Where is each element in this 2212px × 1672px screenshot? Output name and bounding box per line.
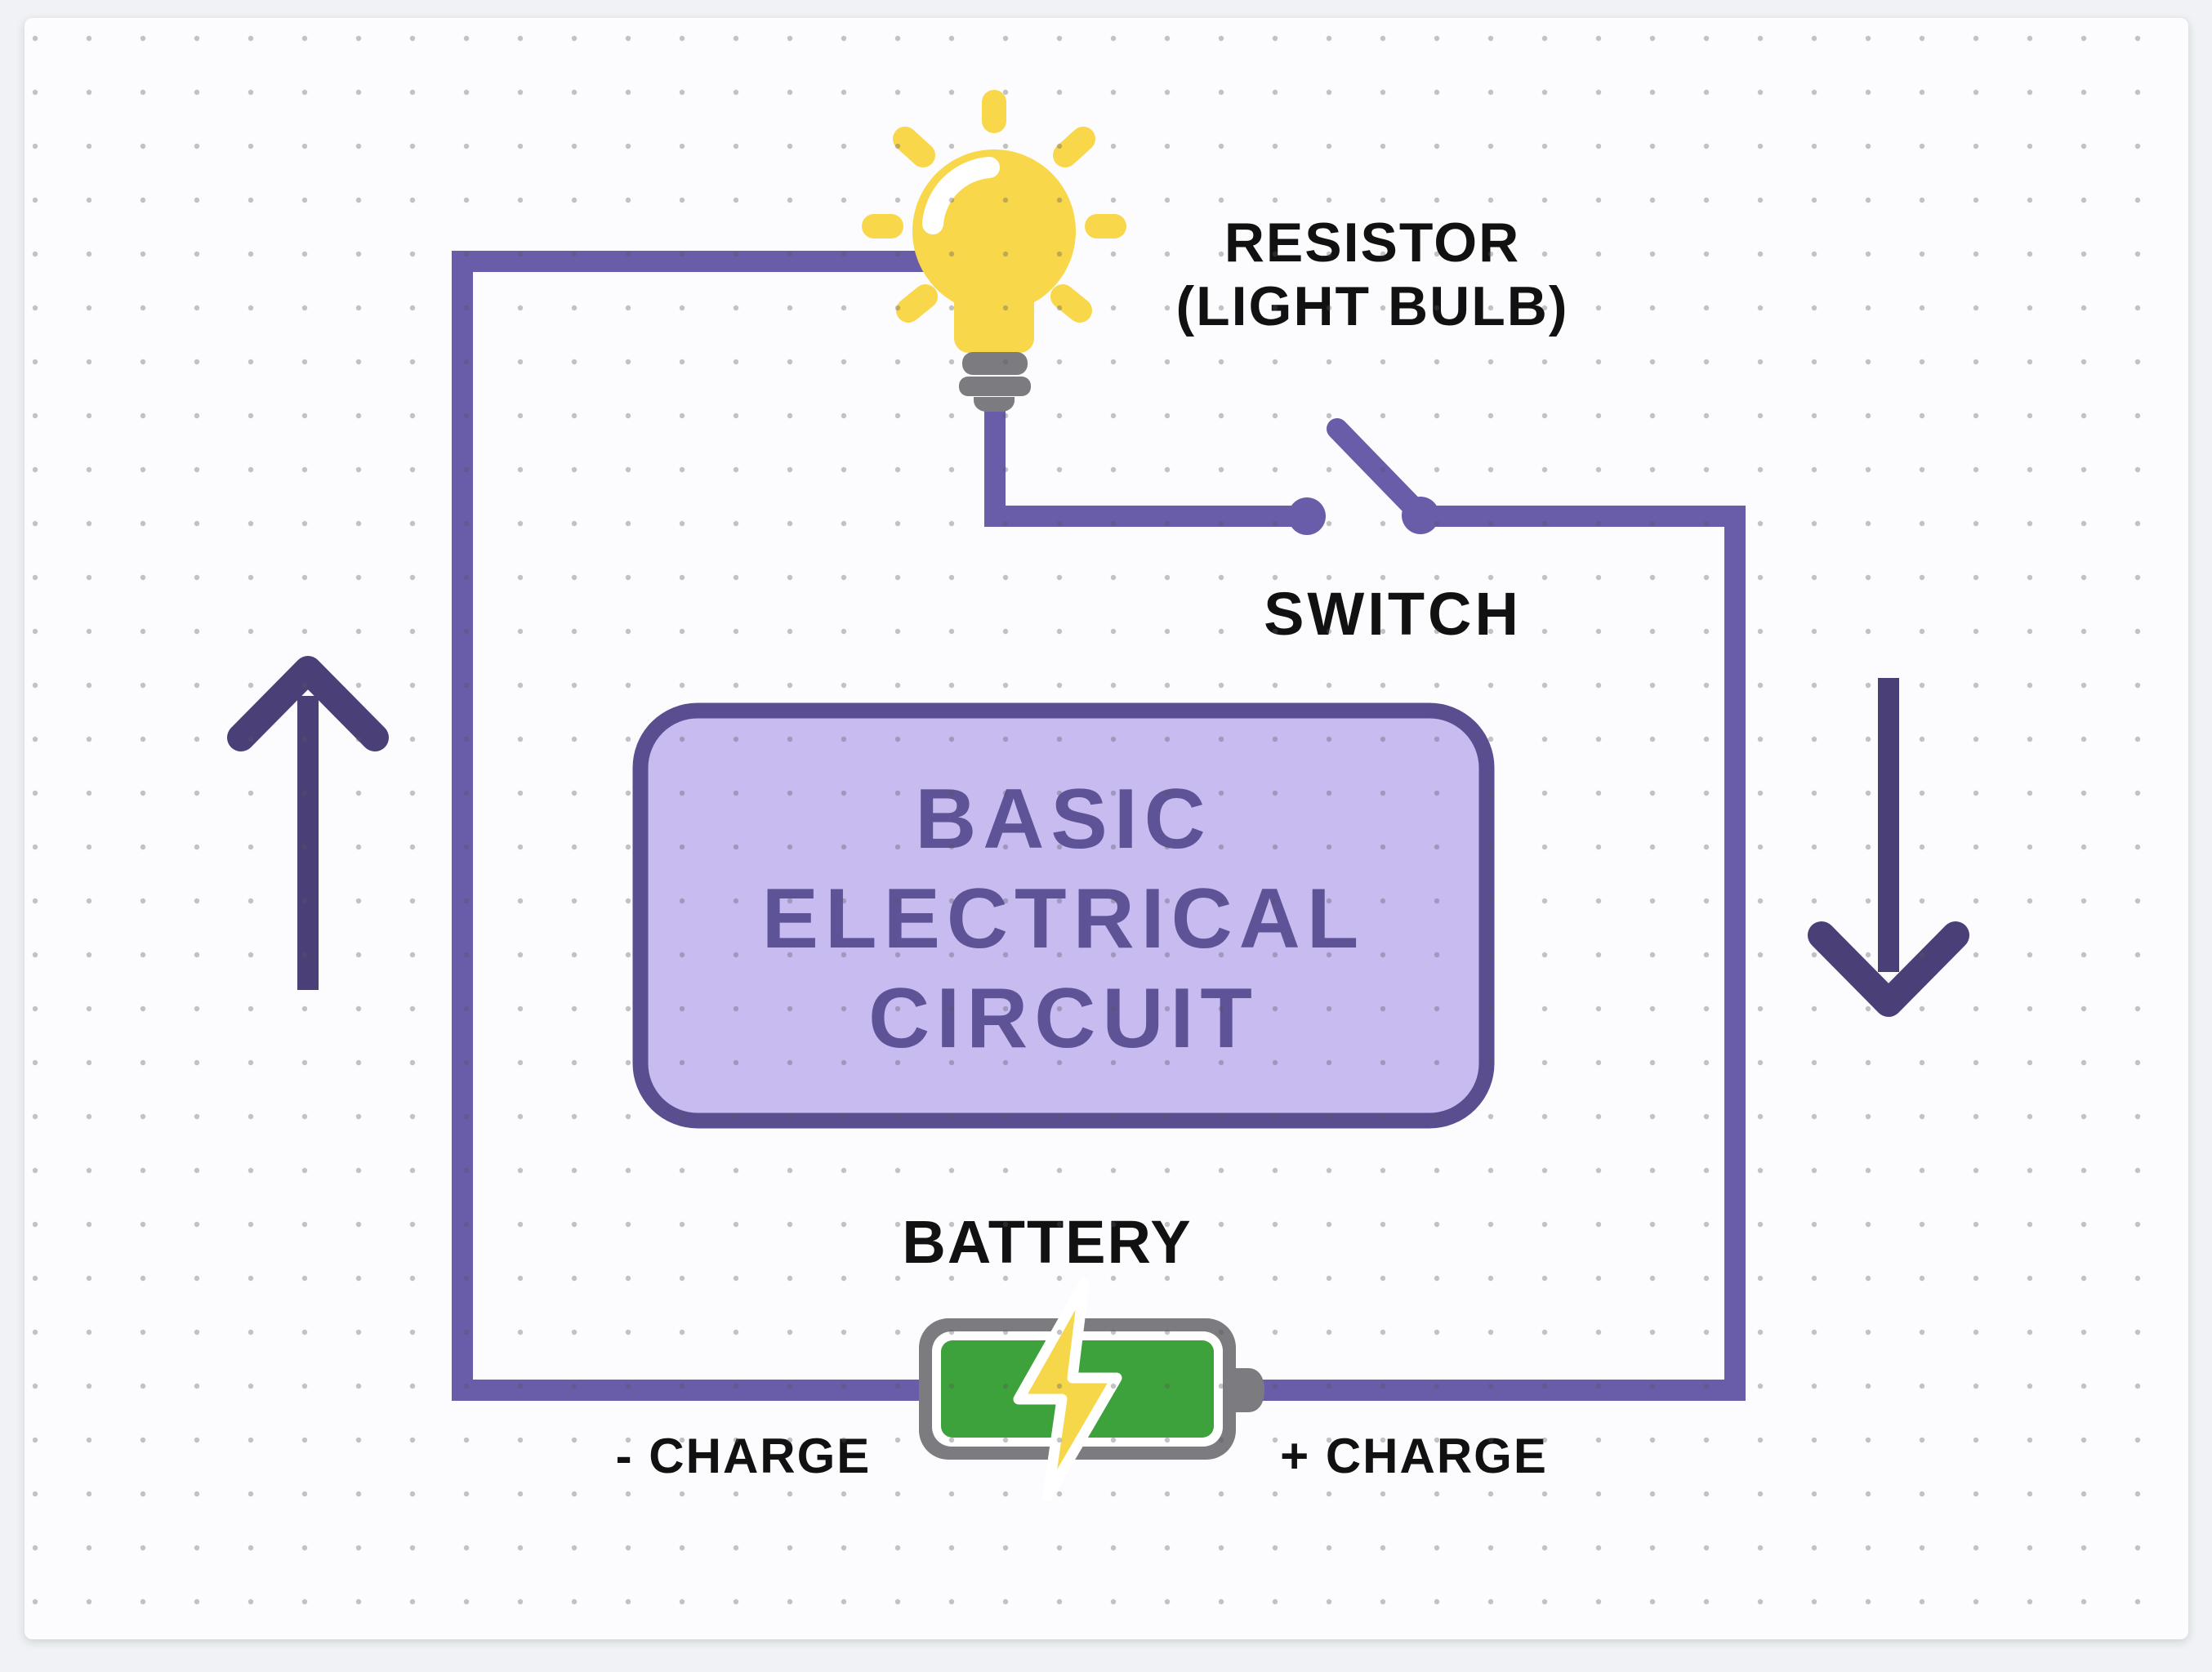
title-box: BASIC ELECTRICAL CIRCUIT [632,702,1495,1129]
switch-terminal-left [1288,497,1326,535]
resistor-label-line2: (LIGHT BULB) [1175,275,1568,337]
charge-positive-label: + CHARGE [1280,1429,1548,1483]
charge-negative-label: - CHARGE [616,1429,872,1483]
title-box-line3: CIRCUIT [868,971,1259,1066]
title-box-line2: ELECTRICAL [762,872,1366,966]
title-box-line1: BASIC [915,772,1212,867]
switch-label: SWITCH [1264,580,1522,648]
battery-terminal-nub [1236,1368,1264,1412]
battery-label: BATTERY [902,1208,1192,1276]
bulb-neck [954,274,1034,353]
resistor-label-line1: RESISTOR [1224,212,1520,274]
